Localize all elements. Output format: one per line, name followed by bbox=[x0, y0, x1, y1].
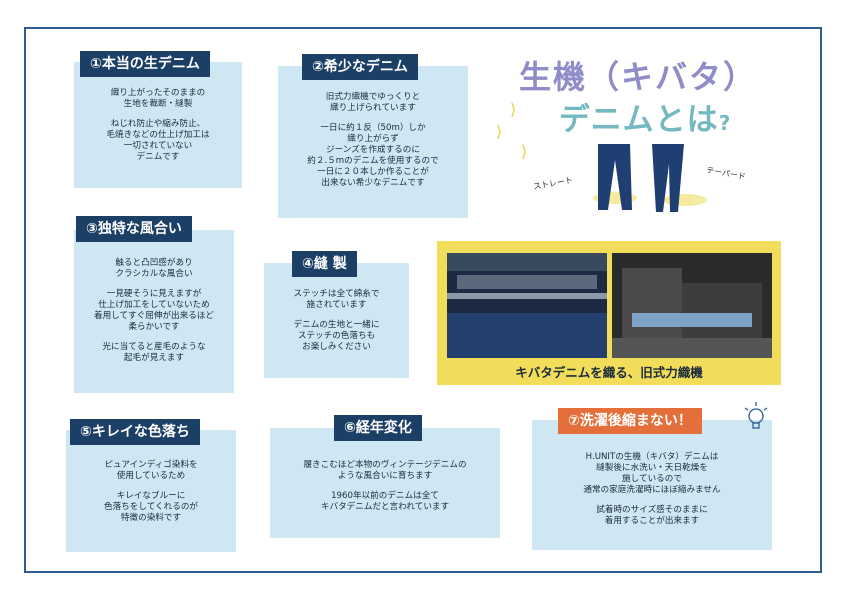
loom-photo-right bbox=[612, 253, 772, 358]
sparkle-icon: ⟩ bbox=[521, 142, 528, 161]
card-text: 触ると凸凹感があり クラシカルな風合い bbox=[115, 258, 193, 279]
card-sewing: ステッチは全て綿糸で 施されています デニムの生地と一緒に ステッチの色落ちも … bbox=[264, 263, 409, 378]
card-text: デニムの生地と一緒に ステッチの色落ちも お楽しみください bbox=[293, 320, 380, 352]
jeans-icon bbox=[593, 144, 707, 212]
card-text: ステッチは全て綿糸で 施されています bbox=[293, 289, 380, 310]
card-text: H.UNITの生機（キバタ）デニムは 縫製後に水洗い・天日乾燥を 施しているので… bbox=[583, 452, 721, 495]
card-aging: 履きこむほど本物のヴィンテージデニムの ような風合いに育ちます 1960年以前の… bbox=[270, 428, 500, 538]
card-text: 一見硬そうに見えますが 仕上げ加工をしていないため 着用してすぐ屈伸が出来るほど… bbox=[93, 289, 215, 332]
card-no-shrink: H.UNITの生機（キバタ）デニムは 縫製後に水洗い・天日乾燥を 施しているので… bbox=[532, 420, 772, 550]
card-fading: ピュアインディゴ染料を 使用しているため キレイなブルーに 色落ちをしてくれるの… bbox=[66, 430, 236, 552]
card-text: 試着時のサイズ感そのままに 着用することが出来ます bbox=[596, 505, 708, 526]
card-texture: 触ると凸凹感があり クラシカルな風合い 一見硬そうに見えますが 仕上げ加工をして… bbox=[74, 230, 234, 393]
card-rare-denim: 旧式力織機でゆっくりと 織り上げられています 一日に約１反（50m）しか 織り上… bbox=[278, 66, 468, 218]
card-raw-denim: 織り上がったそのままの 生地を裁断・縫製 ねじれ防止や縮み防止、 毛焼きなどの仕… bbox=[74, 62, 242, 188]
page-title: 生機（キバタ） bbox=[518, 58, 757, 96]
card-text: 光に当てると産毛のような 起毛が見えます bbox=[102, 342, 206, 363]
card-text: 旧式力織機でゆっくりと 織り上げられています bbox=[325, 92, 421, 113]
card-text: ねじれ防止や縮み防止、 毛焼きなどの仕上げ加工は 一切されていない デニムです bbox=[106, 119, 210, 162]
card-text: 織り上がったそのままの 生地を裁断・縫製 bbox=[110, 88, 206, 109]
loom-photo-left bbox=[447, 253, 607, 358]
card-heading: ④縫 製 bbox=[292, 251, 357, 277]
lightbulb-icon bbox=[744, 402, 768, 429]
card-text: ピュアインディゴ染料を 使用しているため bbox=[104, 460, 198, 481]
card-heading: ②希少なデニム bbox=[302, 54, 418, 80]
card-heading: ⑦洗濯後縮まない！ bbox=[558, 408, 702, 434]
loom-photo-caption: キバタデニムを織る、旧式力織機 bbox=[515, 365, 703, 380]
card-text: キレイなブルーに 色落ちをしてくれるのが 特徴の染料です bbox=[103, 491, 199, 523]
card-heading: ⑥経年変化 bbox=[334, 415, 422, 441]
sparkle-icon: ⟩ bbox=[496, 122, 503, 141]
card-text: 1960年以前のデニムは全て キバタデニムだと言われています bbox=[320, 491, 450, 512]
card-heading: ③独特な風合い bbox=[76, 216, 192, 242]
loom-photo-panel: キバタデニムを織る、旧式力織機 bbox=[437, 241, 781, 385]
sparkle-icon: ⟩ bbox=[510, 100, 517, 119]
card-heading: ⑤キレイな色落ち bbox=[70, 419, 200, 445]
page-subtitle: デニムとは? bbox=[558, 102, 732, 138]
card-heading: ①本当の生デニム bbox=[80, 51, 210, 77]
card-text: 一日に約１反（50m）しか 織り上がらず ジーンズを作成するのに 約２.５mのデ… bbox=[307, 123, 439, 188]
card-text: 履きこむほど本物のヴィンテージデニムの ような風合いに育ちます bbox=[303, 460, 467, 481]
